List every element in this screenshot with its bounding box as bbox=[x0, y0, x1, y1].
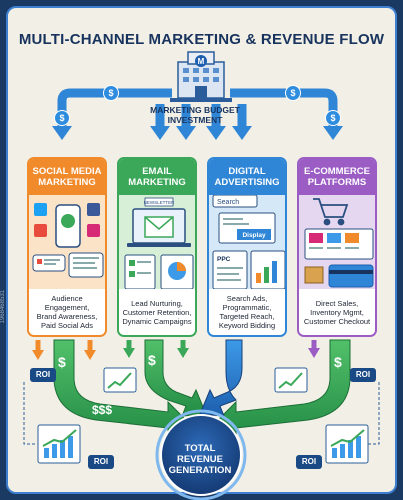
display-ad-banner bbox=[237, 229, 271, 240]
coin-icon: $ bbox=[54, 110, 70, 126]
corporate-building-icon bbox=[170, 51, 232, 102]
package-box-icon bbox=[304, 266, 324, 284]
svg-text:Display: Display bbox=[242, 232, 266, 239]
chat-bubble-icon bbox=[68, 252, 104, 278]
dollar-triple: $$$ bbox=[92, 403, 113, 417]
messenger-icon bbox=[34, 224, 47, 237]
total-revenue-ring bbox=[155, 409, 247, 500]
newsletter-badge: NEWSLETTER bbox=[144, 200, 176, 205]
svg-text:Search: Search bbox=[217, 199, 239, 206]
coin-icon: $ bbox=[285, 85, 301, 101]
channel-description: Search Ads,Programmatic,Targeted Reach,K… bbox=[209, 289, 285, 335]
roi-chart-card-left-bottom bbox=[37, 424, 81, 464]
social-apps-illustration bbox=[32, 203, 104, 278]
stock-watermark: 1968468531 bbox=[0, 290, 6, 324]
total-revenue-circle bbox=[160, 414, 242, 496]
roi-chart-card-right-bottom bbox=[325, 424, 369, 464]
roi-badge: ROI bbox=[350, 368, 376, 382]
budget-label-line2: INVESTMENT bbox=[167, 115, 223, 125]
facebook-icon bbox=[87, 203, 100, 216]
roi-badge: ROI bbox=[30, 368, 56, 382]
page-title: MULTI-CHANNEL MARKETING & REVENUE FLOW bbox=[18, 31, 385, 48]
channel-description: Direct Sales,Inventory Mgmt,Customer Che… bbox=[299, 289, 375, 335]
dollar-sign: $ bbox=[58, 354, 66, 370]
coin-icon: $ bbox=[103, 85, 119, 101]
coin-icon: $ bbox=[325, 110, 341, 126]
email-laptop-illustration: NEWSLETTER bbox=[124, 197, 194, 290]
budget-flow-arrows bbox=[57, 88, 338, 128]
svg-text:PPC: PPC bbox=[217, 256, 231, 263]
building-logo-letter: M bbox=[198, 57, 205, 66]
roi-chart-card-left-top bbox=[103, 367, 137, 393]
ecommerce-illustration bbox=[304, 198, 374, 288]
dashed-connectors bbox=[23, 382, 380, 445]
revenue-blue-arrows bbox=[199, 339, 243, 417]
roi-badge: ROI bbox=[88, 455, 114, 469]
budget-label: MARKETING BUDGET INVESTMENT bbox=[120, 105, 270, 125]
twitter-icon bbox=[34, 203, 47, 216]
envelope-icon bbox=[144, 216, 174, 238]
roi-badge: ROI bbox=[296, 455, 322, 469]
instagram-icon bbox=[87, 224, 100, 237]
search-bar-icon bbox=[212, 195, 258, 208]
budget-arrowheads bbox=[52, 126, 343, 140]
channel-description: Lead Nurturing,Customer Retention,Dynami… bbox=[119, 289, 195, 335]
roi-chart-card-right-top bbox=[274, 367, 308, 393]
channel-down-arrows bbox=[32, 340, 320, 360]
shopping-cart-icon bbox=[313, 198, 349, 226]
budget-label-line1: MARKETING BUDGET bbox=[150, 105, 240, 115]
channel-description: Audience Engagement,Brand Awareness,Paid… bbox=[29, 289, 105, 335]
credit-card-icon bbox=[328, 264, 374, 288]
dollar-sign: $ bbox=[334, 354, 342, 370]
ads-illustration: Search Display PPC bbox=[212, 195, 285, 290]
dollar-sign: $ bbox=[148, 352, 156, 368]
